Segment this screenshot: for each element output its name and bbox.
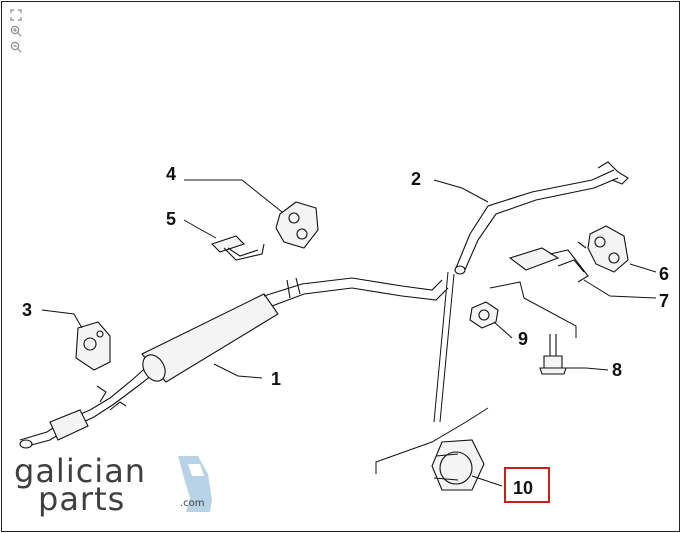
part-1-rear-pipe-muffler[interactable] xyxy=(19,277,449,449)
part-6-rubber-mount[interactable] xyxy=(587,225,629,273)
part-4-rubber-mount[interactable] xyxy=(275,201,319,249)
logo-line-2: parts xyxy=(38,480,126,518)
part-9-nut[interactable] xyxy=(469,301,499,329)
callout-1[interactable]: 1 xyxy=(271,369,281,389)
car-silhouette-icon xyxy=(178,456,212,512)
part-8-bolt[interactable] xyxy=(539,334,567,375)
callout-7[interactable]: 7 xyxy=(659,291,669,311)
fit-window-icon[interactable] xyxy=(9,8,23,22)
part-7-bracket[interactable] xyxy=(508,241,589,283)
leader-lines xyxy=(41,179,657,487)
part-2-front-pipe[interactable] xyxy=(454,161,629,275)
galicianparts-logo: galician parts .com xyxy=(14,452,219,518)
logo-suffix: .com xyxy=(180,498,205,509)
part-10-clamp[interactable] xyxy=(431,439,485,491)
highlight-callout-10 xyxy=(504,467,550,503)
callout-3[interactable]: 3 xyxy=(22,300,32,320)
callout-5[interactable]: 5 xyxy=(166,209,176,229)
zoom-in-icon[interactable] xyxy=(9,24,23,38)
part-5-bracket[interactable] xyxy=(210,235,265,261)
callout-8[interactable]: 8 xyxy=(612,360,622,380)
callout-4[interactable]: 4 xyxy=(166,164,176,184)
part-3-rubber-mount[interactable] xyxy=(75,321,111,371)
callout-9[interactable]: 9 xyxy=(518,329,528,349)
callout-6[interactable]: 6 xyxy=(659,264,669,284)
callout-2[interactable]: 2 xyxy=(411,169,421,189)
zoom-out-icon[interactable] xyxy=(9,40,23,54)
callout-10[interactable]: 10 xyxy=(513,478,533,498)
logo-line-1: galician xyxy=(14,452,147,490)
